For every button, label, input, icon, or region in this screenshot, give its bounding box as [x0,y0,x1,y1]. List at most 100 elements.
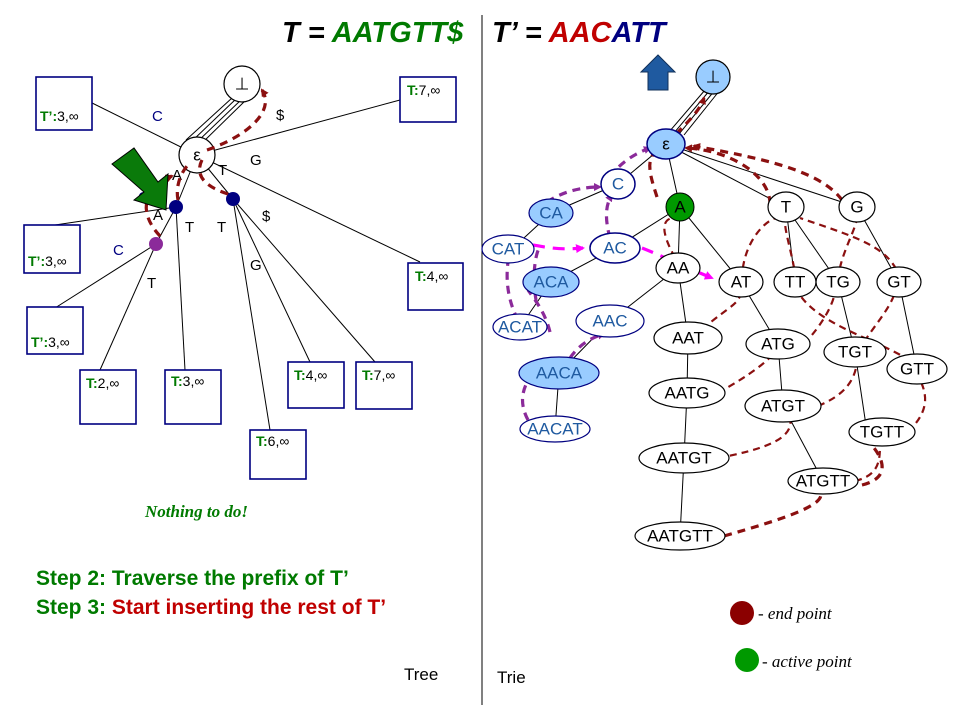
svg-text:AACAT: AACAT [527,420,582,439]
link-t [684,144,772,205]
trie-node-atgtt [787,467,859,495]
trie-node-aatgt [638,442,730,474]
edge-dollar2 [232,198,376,363]
svg-text:CAT: CAT [492,240,525,259]
tree-node-aa [149,237,163,251]
trie-node-ca [528,198,574,228]
label-a2: A [153,207,163,224]
tree-epsilon-node [178,136,216,174]
trie-caption: Trie [497,668,526,687]
leaf-tp-mid: T’:3,∞ [23,224,81,274]
trie-node-atg [745,328,811,360]
leaf-t3: T:3,∞ [164,369,222,425]
svg-text:ACA: ACA [534,273,570,292]
svg-text:AAC: AAC [593,312,628,331]
svg-text:AT: AT [731,273,751,292]
link-atgt [817,361,859,408]
svg-text:AA: AA [667,259,690,278]
legend: - end point - active point [730,601,853,672]
label-t4: T [147,275,156,292]
svg-text:AATGT: AATGT [656,449,711,468]
tree-suffix-link-4 [175,161,192,201]
svg-text:AACA: AACA [536,364,583,383]
tree-node-t [226,192,240,206]
edge-a2 [155,206,177,245]
link-atgtt [854,441,882,483]
label-c1: C [152,108,163,125]
trie-node-a [665,192,695,222]
svg-text:G: G [850,198,863,217]
leaf-t2: T:2,∞ [79,369,137,425]
svg-text:T:7,∞: T:7,∞ [407,82,440,98]
trie-node-aca [522,266,580,298]
svg-text:T:4,∞: T:4,∞ [294,367,327,383]
edge-t-low [99,243,157,371]
svg-text:T’:3,∞: T’:3,∞ [40,108,79,124]
tree-root-symbol: ⊥ [235,75,250,94]
end-point-swatch [730,601,754,625]
trie-node-aaca [518,356,600,390]
label-g2: G [250,257,262,274]
trie-root-node [695,59,731,95]
link-acat-2 [526,289,552,333]
svg-text:ATG: ATG [761,335,795,354]
svg-text:ATGT: ATGT [761,397,805,416]
label-dollar1: $ [276,107,285,124]
trie-node-aacat [519,415,591,443]
green-pointer-arrow-icon [111,147,169,211]
link-atgtt-2 [861,441,884,487]
svg-text:A: A [674,198,686,217]
end-point-label: - end point [758,604,833,623]
link-cat-ac [532,243,585,254]
label-g1: G [250,152,262,169]
label-t3: T [217,219,226,236]
leaf-t6: T:6,∞ [249,429,307,480]
link-g [692,143,844,201]
svg-text:TG: TG [826,273,850,292]
link-eps [674,96,706,136]
tree-caption: Tree [404,665,438,684]
leaf-t4-right: T:4,∞ [407,262,464,311]
svg-text:AATGTT: AATGTT [647,527,713,546]
title-left: T = AATGTT$ [282,17,464,49]
svg-text:GTT: GTT [900,360,934,379]
svg-text:CA: CA [539,204,563,223]
label-a1: A [172,167,182,184]
trie-node-ac [589,232,641,264]
link-gt [799,216,903,281]
trie-node-c [600,168,636,200]
edge-c-low [54,243,157,309]
svg-text:T’:3,∞: T’:3,∞ [28,253,67,269]
leaf-tp-top: T’:3,∞ [35,76,93,131]
svg-text:AATG: AATG [664,384,709,403]
svg-text:ATGTT: ATGTT [796,472,850,491]
label-t1: T [218,162,227,179]
tree-epsilon-symbol: ε [193,146,201,165]
link-acat [505,261,520,321]
trie-node-acat [492,313,548,341]
edge-c-mid [54,206,177,226]
trie-node-g [838,191,876,223]
trie-node-tgtt [848,417,916,447]
trie-node-aa [655,252,701,284]
step2-text: Step 2: Traverse the prefix of T’ [36,567,349,590]
up-arrow-icon [639,54,677,91]
svg-text:TT: TT [785,273,806,292]
svg-text:AC: AC [603,239,627,258]
edge-g2 [232,198,271,431]
svg-text:T:7,∞: T:7,∞ [362,367,395,383]
title-right: T’ = AACATT [492,17,668,49]
edge-t2 [175,206,186,371]
trie-node-cat [481,234,535,264]
link-aaca [568,331,606,359]
svg-text:T: T [781,198,791,217]
suffix-tree: ⊥ ε C $ G T A C A T T $ C G T T’:3,∞ T:7… [23,65,464,684]
trie-node-gt [876,266,922,298]
svg-text:T:6,∞: T:6,∞ [256,433,289,449]
label-t2: T [185,219,194,236]
trie-node-at [718,266,764,298]
svg-text:C: C [612,175,624,194]
link-aatgt [717,417,792,460]
trie-node-gtt [886,353,948,385]
leaf-tp-low: T’:3,∞ [26,306,84,355]
